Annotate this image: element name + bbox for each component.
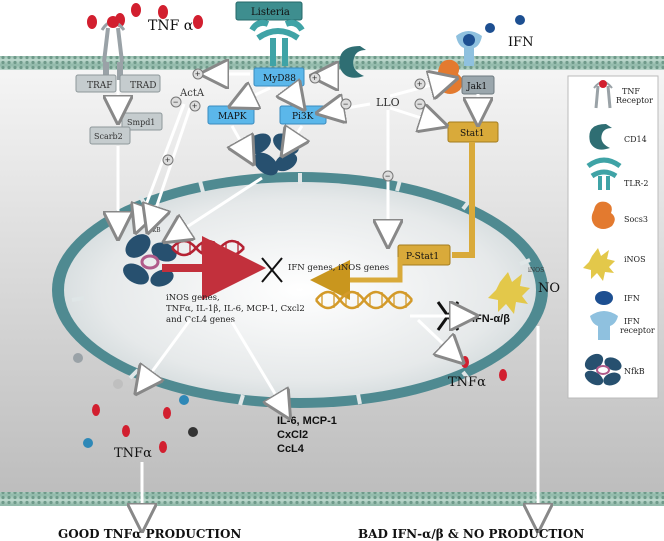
- inos-small-label: iNOS: [528, 267, 544, 274]
- ifn-genes-label: IFN genes, iNOS genes: [288, 263, 389, 273]
- tlr2-receptor: [249, 19, 305, 66]
- traf-box: [75, 74, 117, 93]
- legend-label: NfkB: [624, 367, 645, 376]
- plus-sign: +: [312, 73, 317, 83]
- minus-sign: −: [417, 99, 422, 109]
- legend: TNF Receptor CD14 TLR-2 Socs3 iNOS IFN I…: [567, 75, 659, 399]
- tnf-alpha-right-label: TNFα: [448, 375, 486, 390]
- cytokine-line3: CcL4: [277, 443, 305, 455]
- minus-sign: −: [173, 97, 178, 107]
- listeria-label: Listeria: [251, 7, 290, 18]
- genes-block-line1: iNOS genes,: [166, 293, 220, 303]
- minus-sign: −: [385, 171, 390, 181]
- plus-sign: +: [195, 69, 200, 79]
- ifn-receptor: [456, 31, 482, 66]
- legend-label: IFN: [624, 294, 640, 303]
- acta-label: ActA: [179, 88, 205, 99]
- scarb2-box: [89, 126, 131, 145]
- mapk-label: MAPK: [218, 112, 247, 122]
- genes-block-line2: TNFα, IL-1β, IL-6, MCP-1, Cxcl2: [166, 304, 305, 314]
- ifn-molecules-top: [485, 15, 525, 33]
- inos-molecule: [488, 272, 530, 314]
- pstat1-label: P-Stat1: [406, 252, 439, 262]
- trad-box: [119, 74, 161, 93]
- legend-label: TLR-2: [624, 179, 648, 188]
- jak1-label: Jak1: [466, 82, 487, 92]
- footer-good-tnf: GOOD TNFα PRODUCTION: [58, 527, 241, 541]
- legend-label: TNF: [622, 87, 640, 96]
- scarb2-label: Scarb2: [94, 132, 123, 141]
- llo-label: LLO: [376, 96, 400, 109]
- inos-icon: [583, 248, 615, 281]
- legend-label: Socs3: [624, 215, 648, 224]
- legend-label: Receptor: [616, 96, 653, 105]
- plus-sign: +: [192, 101, 197, 111]
- socs3-icon: [591, 201, 615, 229]
- tnf-alpha-molecules-bottom: [73, 353, 198, 453]
- signaling-arrows: [118, 74, 538, 524]
- dna-ifn-genes: [315, 290, 413, 310]
- listeria-box: [235, 1, 303, 21]
- legend-label: iNOS: [624, 255, 646, 264]
- genes-block-line3: and CcL4 genes: [166, 315, 235, 325]
- ifn-ab-label: IFN-α/β: [472, 313, 510, 325]
- nfkb-icon: [584, 353, 622, 386]
- trad-label: TRAD: [130, 81, 157, 91]
- cd14-icon: [339, 46, 366, 78]
- myd88-label: MyD88: [263, 74, 296, 84]
- ifn-receptor-icon: [590, 311, 618, 340]
- tnf-receptor-icon: [593, 80, 613, 109]
- legend-label: IFN: [624, 317, 640, 326]
- cytokine-line2: CxCl2: [277, 429, 308, 441]
- no-label: NO: [538, 281, 560, 296]
- legend-label: CD14: [624, 135, 647, 144]
- pstat1-to-dna-arrow: [310, 257, 403, 300]
- bottom-membrane: [0, 492, 664, 506]
- block-mark-ifn-genes: [261, 257, 283, 283]
- tlr2-icon: [586, 157, 622, 190]
- regulation-markers: + + − + − − + + −: [162, 68, 426, 182]
- pstat1-box: [397, 244, 451, 266]
- top-membrane: [0, 56, 664, 70]
- legend-label: receptor: [620, 326, 655, 335]
- cytokine-line1: IL-6, MCP-1: [277, 415, 337, 427]
- minus-sign: −: [343, 99, 348, 109]
- stat1-pathway: [452, 142, 475, 258]
- stat1-label: Stat1: [460, 129, 485, 139]
- tnf-alpha-bottom-label: TNFα: [114, 446, 152, 461]
- cd14-icon: [589, 124, 612, 150]
- footer-bad-ifn-no: BAD IFN-α/β & NO PRODUCTION: [358, 527, 584, 541]
- tnf-alpha-top-label: TNF α: [148, 18, 194, 34]
- ifn-icon: [595, 291, 613, 305]
- pi3k-label: Pi3K: [292, 112, 314, 122]
- ifn-top-label: IFN: [508, 35, 534, 50]
- smpd1-label: Smpd1: [127, 118, 155, 127]
- tnf-receptor: [100, 16, 126, 80]
- nfkb-small-label: NfkB: [145, 227, 161, 234]
- plus-sign: +: [165, 155, 170, 165]
- traf-label: TRAF: [87, 81, 113, 91]
- plus-sign: +: [417, 79, 422, 89]
